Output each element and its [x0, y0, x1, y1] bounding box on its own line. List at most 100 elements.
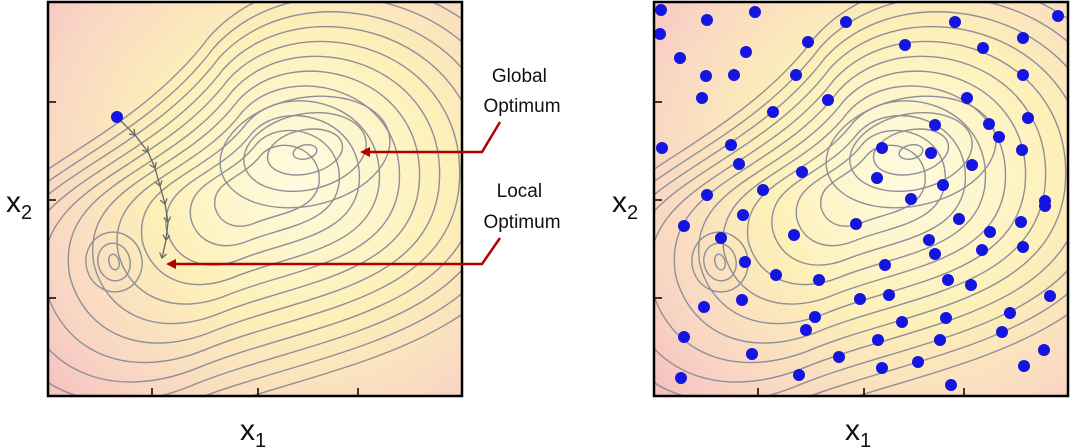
contour-line — [898, 144, 924, 160]
sample-point — [701, 14, 713, 26]
sample-point — [840, 16, 852, 28]
local-optimum-label: Local Optimum — [483, 181, 560, 233]
sample-point — [1039, 200, 1051, 212]
right-axis-ticks — [654, 101, 965, 396]
contour-line — [654, 25, 1068, 383]
contour-line — [771, 114, 966, 266]
contour-line — [292, 144, 318, 160]
descent-step — [165, 221, 169, 241]
sample-point — [1016, 144, 1028, 156]
contour-line — [722, 85, 1007, 305]
global-optimum-label: Global Optimum — [483, 66, 560, 117]
descent-step — [134, 134, 149, 153]
contour-line — [48, 2, 462, 396]
sample-point — [905, 193, 917, 205]
sample-points — [654, 4, 1064, 391]
sample-point — [770, 269, 782, 281]
contour-line — [691, 231, 749, 293]
sample-point — [993, 131, 1005, 143]
right-plot-frame — [652, 0, 1070, 398]
sample-point — [698, 301, 710, 313]
contour-line — [654, 40, 1067, 364]
contour-line — [189, 129, 340, 247]
contour-line — [214, 144, 320, 227]
sample-point — [996, 326, 1008, 338]
sample-point — [899, 39, 911, 51]
contour-line — [654, 11, 1068, 396]
contour-line — [266, 128, 344, 176]
sample-point — [725, 139, 737, 151]
contour-line — [85, 231, 143, 293]
sample-point — [1017, 69, 1029, 81]
descent-step — [164, 203, 169, 223]
contour-line — [714, 253, 726, 271]
sample-point — [1018, 360, 1030, 372]
sample-point — [983, 118, 995, 130]
contour-line — [116, 85, 401, 305]
sample-point — [793, 369, 805, 381]
contour-line — [243, 111, 367, 193]
sample-point — [965, 279, 977, 291]
contour-line — [654, 2, 1068, 396]
sample-point — [976, 244, 988, 256]
sample-point — [872, 334, 884, 346]
right-contour-panel: x1 x2 — [612, 0, 1070, 448]
right-y-axis-label: x2 — [612, 186, 638, 224]
sample-point — [934, 334, 946, 346]
sample-point — [813, 274, 825, 286]
sample-point — [923, 234, 935, 246]
sample-point — [740, 46, 752, 58]
sample-point — [961, 92, 973, 104]
sample-point — [796, 166, 808, 178]
sample-point — [757, 184, 769, 196]
sample-point — [746, 348, 758, 360]
contour-line — [140, 100, 381, 286]
contour-line — [108, 253, 120, 271]
sample-point — [850, 218, 862, 230]
contour-line — [67, 55, 441, 344]
contour-line — [48, 2, 462, 396]
sample-point — [802, 36, 814, 48]
sample-point — [809, 311, 821, 323]
contour-line — [703, 242, 737, 282]
sample-point — [876, 142, 888, 154]
right-x-axis-label: x1 — [845, 414, 871, 448]
sample-point — [929, 248, 941, 260]
sample-point — [674, 52, 686, 64]
contour-line — [872, 128, 950, 176]
left-x-axis-label: x1 — [240, 414, 266, 448]
descent-step — [159, 185, 166, 205]
sample-point — [736, 294, 748, 306]
sample-point — [767, 106, 779, 118]
sample-point — [1022, 112, 1034, 124]
sample-point — [678, 331, 690, 343]
sample-point — [737, 209, 749, 221]
sample-point — [945, 379, 957, 391]
sample-point — [749, 6, 761, 18]
left-axis-ticks — [48, 101, 359, 396]
left-contour-panel: x1 x2 Global Optimum Local Optimum — [6, 0, 561, 448]
sample-point — [822, 94, 834, 106]
sample-point — [937, 179, 949, 191]
descent-arrowhead — [159, 252, 167, 260]
sample-point — [871, 172, 883, 184]
sample-point — [654, 28, 666, 40]
sample-point — [953, 213, 965, 225]
sample-point — [896, 316, 908, 328]
sample-point — [1044, 290, 1056, 302]
contour-line — [91, 70, 421, 325]
contour-line — [697, 70, 1027, 325]
contour-line — [97, 242, 131, 282]
sample-point — [876, 362, 888, 374]
sample-point — [966, 159, 978, 171]
global-optimum-arrow — [360, 121, 502, 157]
start-point — [111, 111, 123, 123]
sample-point — [925, 147, 937, 159]
left-plot-background — [48, 2, 462, 396]
sample-point — [696, 92, 708, 104]
sample-point — [675, 372, 687, 384]
sample-point — [715, 232, 727, 244]
sample-point — [984, 226, 996, 238]
contour-line — [48, 25, 462, 383]
sample-point — [678, 220, 690, 232]
